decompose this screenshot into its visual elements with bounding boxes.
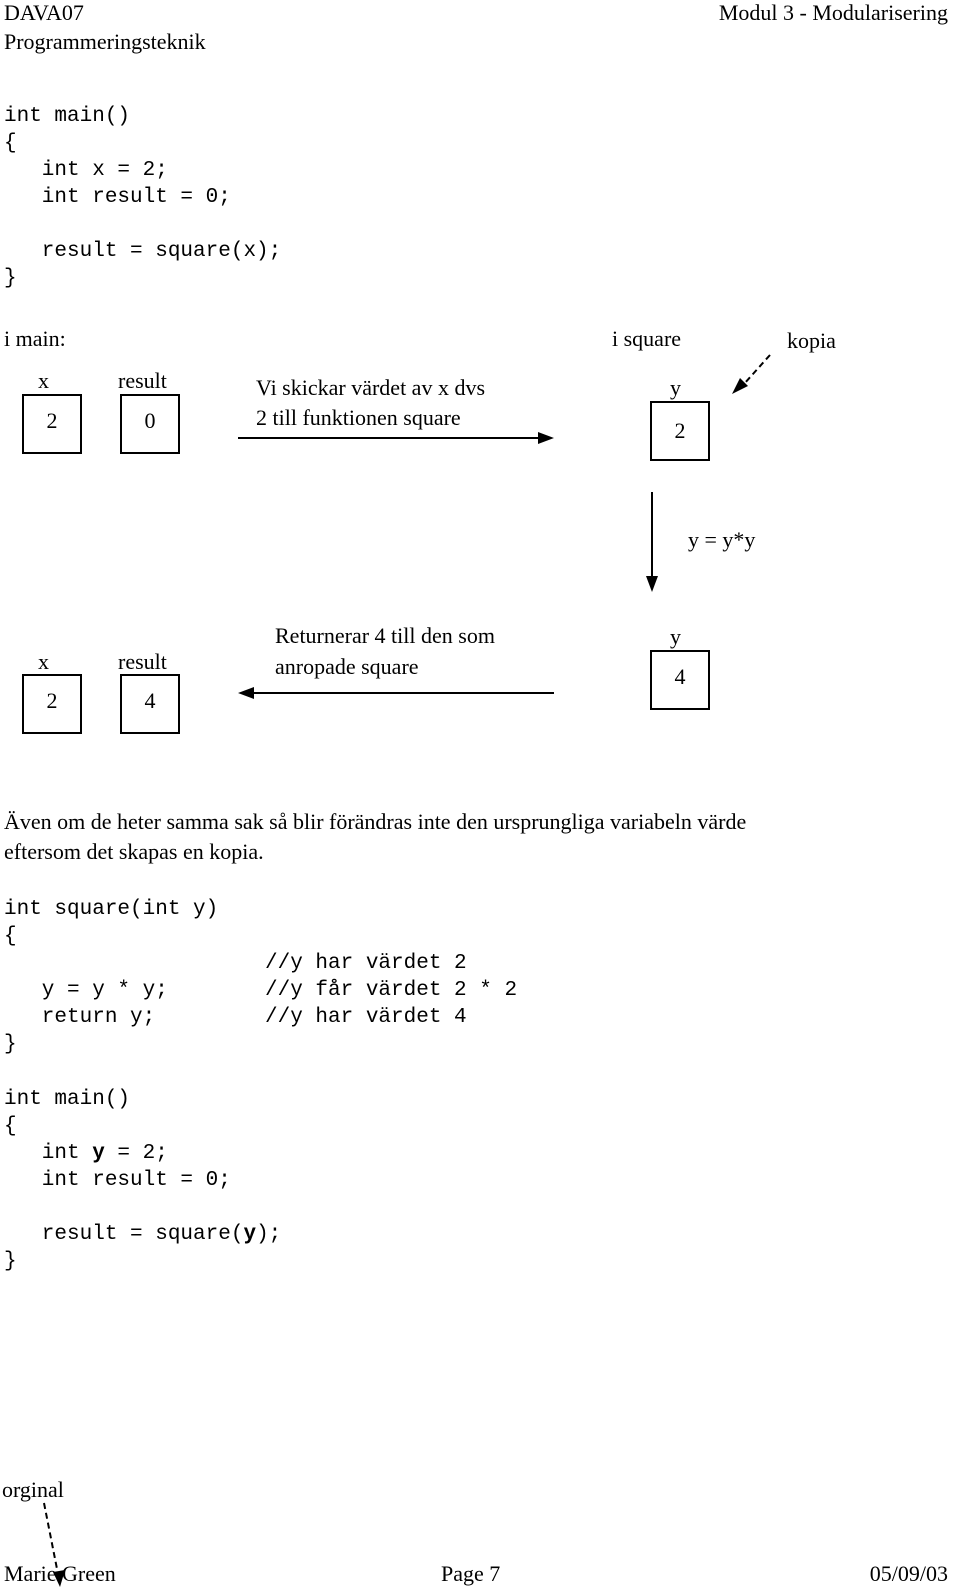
code-line: int square(int y) — [4, 898, 219, 921]
code-comment: //y har värdet 4 — [265, 1006, 467, 1029]
var-y-label: y — [670, 624, 681, 649]
code-text: ); — [256, 1223, 282, 1246]
code-line: return y; — [4, 1006, 156, 1029]
footer-page: Page 7 — [441, 1561, 501, 1586]
var-result-label: result — [118, 649, 167, 674]
code-line: } — [4, 267, 17, 290]
compute-expression: y = y*y — [688, 527, 756, 552]
down-arrow-head — [646, 576, 658, 592]
send-text-1: Vi skickar värdet av x dvs — [256, 375, 486, 400]
x-value: 2 — [46, 408, 58, 433]
y-value-box: 2 — [650, 401, 710, 461]
code-line: int y = 2; — [4, 1140, 168, 1167]
y-value: 2 — [674, 418, 686, 443]
code-line: int result = 0; — [4, 1169, 231, 1192]
code-comment: //y får värdet 2 * 2 — [265, 979, 518, 1002]
result-value-box: 0 — [120, 394, 180, 454]
code-line: int main() — [4, 1088, 131, 1111]
var-x-label: x — [38, 649, 49, 674]
code-line: { — [4, 132, 17, 155]
return-text-2: anropade square — [275, 654, 419, 679]
code-line: int main() — [4, 105, 131, 128]
explanation-line-1: Även om de heter samma sak så blir förän… — [4, 809, 747, 834]
code-line: int result = 0; — [4, 186, 231, 209]
return-arrow-head — [238, 687, 254, 699]
main-scope-label: i main: — [4, 326, 66, 351]
return-text-1: Returnerar 4 till den som — [275, 623, 495, 648]
code-comment: //y har värdet 2 — [265, 952, 467, 975]
code-line: result = square(y); — [4, 1221, 281, 1248]
result-value: 4 — [144, 688, 156, 713]
code-text: result = square( — [4, 1223, 244, 1246]
original-annotation: orginal — [2, 1477, 64, 1502]
copy-arrow-head — [732, 378, 748, 394]
course-code: DAVA07 — [4, 0, 84, 25]
code-text: = 2; — [104, 1142, 168, 1165]
code-line: result = square(x); — [4, 240, 282, 263]
code-line: } — [4, 1033, 17, 1056]
var-x-label: x — [38, 368, 49, 393]
y-value-box: 4 — [650, 650, 710, 710]
footer-date: 05/09/03 — [869, 1561, 948, 1586]
copy-label: kopia — [787, 328, 836, 353]
code-line: { — [4, 925, 17, 948]
x-value-box: 2 — [22, 394, 82, 454]
x-value: 2 — [46, 688, 58, 713]
code-line: y = y * y; — [4, 979, 168, 1002]
result-value-box: 4 — [120, 674, 180, 734]
result-value: 0 — [144, 408, 156, 433]
x-value-box: 2 — [22, 674, 82, 734]
y-value: 4 — [674, 664, 686, 689]
code-text: int — [4, 1142, 93, 1165]
code-line: int x = 2; — [4, 159, 168, 182]
copy-arrow-line — [743, 354, 771, 385]
code-highlight: y — [92, 1142, 105, 1165]
code-highlight: y — [243, 1223, 257, 1246]
module-title: Modul 3 - Modularisering — [718, 0, 948, 25]
var-result-label: result — [118, 368, 167, 393]
footer-author: Marie Green — [4, 1561, 116, 1586]
square-scope-label: i square — [612, 326, 682, 351]
send-text-2: 2 till funktionen square — [256, 405, 461, 430]
code-line: { — [4, 1115, 17, 1138]
var-y-label: y — [670, 375, 681, 400]
send-arrow-head — [538, 432, 554, 444]
explanation-line-2: eftersom det skapas en kopia. — [4, 839, 264, 864]
code-line: } — [4, 1250, 17, 1273]
course-subtitle: Programmeringsteknik — [4, 29, 206, 54]
